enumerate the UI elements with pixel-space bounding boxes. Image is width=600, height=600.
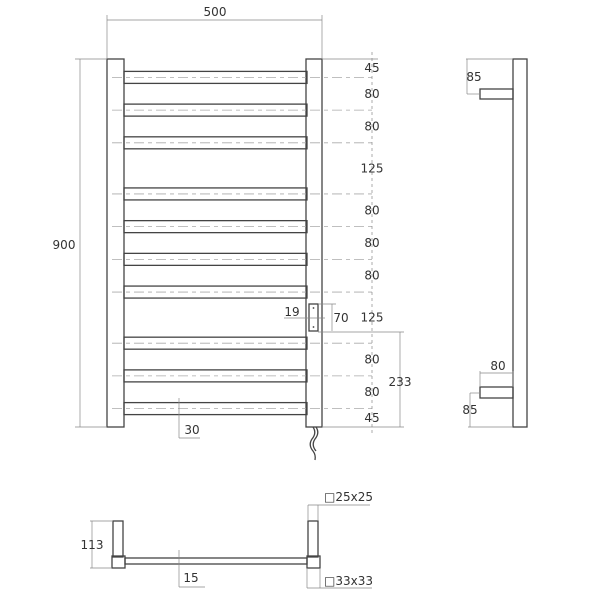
depth-dimension: 113	[81, 538, 104, 552]
top-bracket-dimension: 85	[466, 70, 481, 84]
rail	[123, 103, 308, 117]
bottom-bracket	[479, 386, 514, 399]
box-height-dimension: 70	[333, 311, 348, 325]
post-size-dimension: □25x25	[324, 490, 373, 504]
width-dimension: 500	[204, 5, 227, 19]
rail	[123, 252, 308, 267]
right-post	[305, 58, 323, 428]
top-bracket	[479, 88, 514, 100]
spacing-label: 80	[364, 119, 379, 133]
rails	[112, 70, 375, 416]
rail	[123, 219, 308, 234]
spacing-label: 45	[364, 411, 379, 425]
rail-dimension: 30	[184, 423, 199, 437]
rail	[123, 401, 308, 416]
spacing-label: 80	[364, 236, 379, 250]
control-box	[308, 303, 319, 332]
rail	[123, 369, 308, 383]
spacing-label: 80	[364, 353, 379, 367]
box-offset-dimension: 233	[389, 375, 412, 389]
rail	[123, 336, 308, 350]
left-post	[106, 58, 125, 428]
rail	[123, 70, 308, 85]
spacing-label: 80	[364, 203, 379, 217]
box-width-dimension: 19	[284, 305, 299, 319]
height-dimension: 900	[53, 238, 76, 252]
side-view: 85 80 85	[462, 58, 528, 428]
side-post	[512, 58, 528, 428]
spacing-label: 80	[364, 87, 379, 101]
base-size-dimension: □33x33	[324, 574, 373, 588]
spacing-label: 125	[361, 311, 384, 325]
bottom-bracket-dimension: 85	[462, 403, 477, 417]
spacing-dimensions: 45 80 80 125 80 80 80 125 80 80 45	[361, 61, 384, 425]
spacing-label: 80	[364, 269, 379, 283]
front-view: 500 900 45 80 80 125 80 80 80 125 80 80 45 19 70 2…	[53, 5, 412, 461]
spacing-label: 45	[364, 61, 379, 75]
right-post-top	[307, 520, 319, 558]
top-view: 113 15 □25x25 □33x33	[81, 490, 373, 589]
power-cable	[309, 426, 316, 461]
left-base	[111, 555, 126, 569]
right-base	[306, 555, 321, 569]
left-post-top	[112, 520, 124, 558]
rail	[123, 187, 308, 201]
rail-width-dimension: 15	[183, 571, 198, 585]
rail	[123, 136, 308, 150]
bracket-depth-dimension: 80	[490, 359, 505, 373]
rail-top	[124, 557, 308, 565]
spacing-label: 125	[361, 161, 384, 175]
spacing-label: 80	[364, 385, 379, 399]
rail	[123, 285, 308, 299]
